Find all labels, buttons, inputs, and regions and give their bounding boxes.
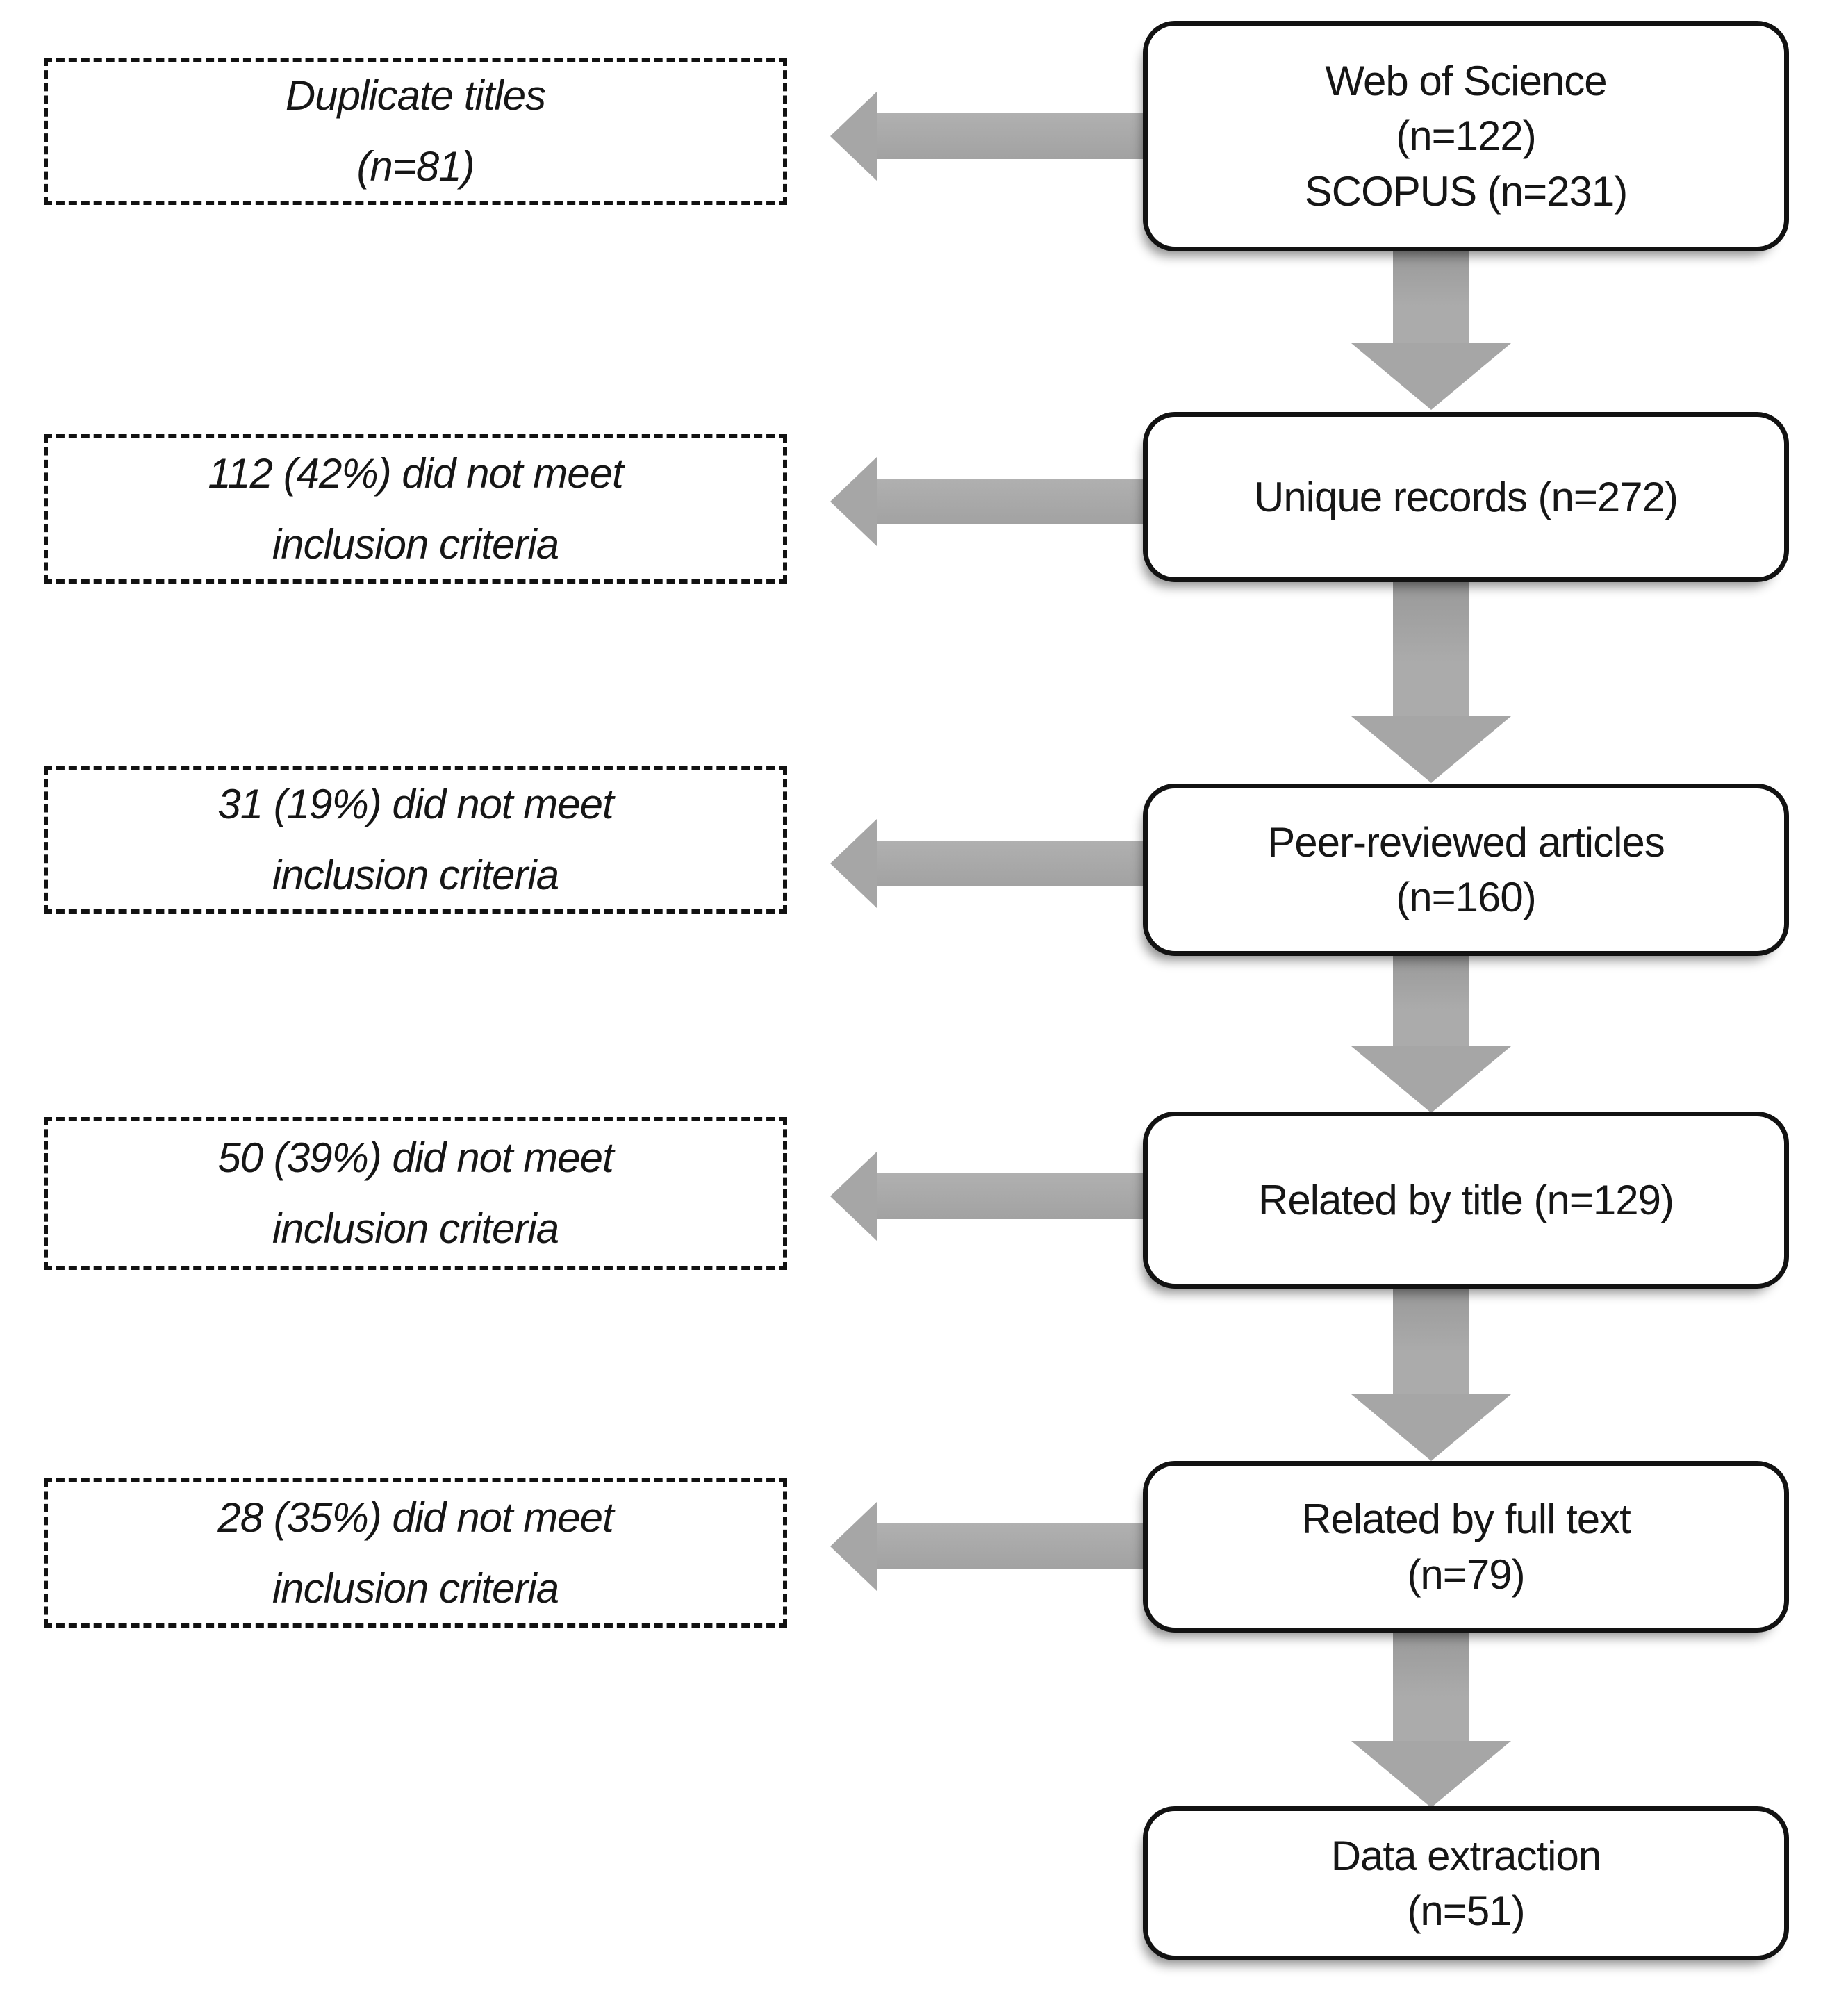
exclusion-box-peer-reviewed: 31 (19%) did not meet inclusion criteria	[44, 766, 787, 914]
exclusion-box-duplicates: Duplicate titles (n=81)	[44, 58, 787, 205]
down-arrow-stem	[1393, 1287, 1469, 1394]
down-arrow-head-icon	[1351, 343, 1511, 410]
flow-box-sources: Web of Science (n=122) SCOPUS (n=231)	[1143, 21, 1789, 251]
flow-box-peer-reviewed: Peer-reviewed articles (n=160)	[1143, 784, 1789, 956]
left-arrow-bar	[877, 113, 1146, 159]
left-arrow-bar	[877, 1523, 1146, 1569]
down-arrow-stem	[1393, 581, 1469, 716]
left-arrow-head-icon	[830, 1501, 877, 1592]
exclusion-box-text-line: inclusion criteria	[272, 1564, 559, 1612]
down-arrow-2	[1351, 581, 1511, 783]
exclusion-box-related-by-title: 50 (39%) did not meet inclusion criteria	[44, 1117, 787, 1270]
flow-box-text-line: (n=79)	[1407, 1551, 1525, 1598]
down-arrow-head-icon	[1351, 1741, 1511, 1808]
left-arrow-head-icon	[830, 1151, 877, 1241]
left-arrow-head-icon	[830, 91, 877, 181]
flow-box-text-line: Related by full text	[1301, 1496, 1631, 1543]
flow-box-text-line: (n=160)	[1396, 874, 1536, 920]
flow-box-text-line: Peer-reviewed articles	[1267, 818, 1665, 866]
down-arrow-stem	[1393, 955, 1469, 1046]
flow-box-text-line: Web of Science	[1325, 58, 1607, 105]
down-arrow-stem	[1393, 250, 1469, 343]
down-arrow-5	[1351, 1631, 1511, 1808]
left-arrow-bar	[877, 841, 1146, 886]
left-arrow-head-icon	[830, 818, 877, 909]
left-arrow-3	[830, 818, 1146, 909]
exclusion-box-text-line: 31 (19%) did not meet	[217, 781, 613, 827]
exclusion-box-text-line: 28 (35%) did not meet	[217, 1494, 613, 1541]
flow-box-text-line: Data extraction	[1330, 1832, 1602, 1879]
exclusion-box-text-line: Duplicate titles	[285, 72, 546, 119]
down-arrow-3	[1351, 955, 1511, 1113]
flow-box-text-line: Unique records (n=272)	[1253, 473, 1678, 520]
left-arrow-1	[830, 91, 1146, 181]
down-arrow-head-icon	[1351, 1046, 1511, 1113]
exclusion-box-text-line: inclusion criteria	[272, 1205, 559, 1252]
flow-box-unique-records: Unique records (n=272)	[1143, 412, 1789, 582]
flow-box-related-by-full-text: Related by full text (n=79)	[1143, 1461, 1789, 1633]
left-arrow-head-icon	[830, 456, 877, 547]
down-arrow-head-icon	[1351, 716, 1511, 783]
flow-box-data-extraction: Data extraction (n=51)	[1143, 1806, 1789, 1960]
left-arrow-bar	[877, 479, 1146, 524]
down-arrow-1	[1351, 250, 1511, 410]
flow-box-text-line: (n=122)	[1396, 113, 1536, 160]
down-arrow-head-icon	[1351, 1394, 1511, 1461]
exclusion-box-text-line: (n=81)	[356, 143, 475, 190]
left-arrow-bar	[877, 1173, 1146, 1219]
flow-box-text-line: (n=51)	[1407, 1887, 1525, 1934]
exclusion-box-text-line: 112 (42%) did not meet	[208, 449, 623, 497]
down-arrow-4	[1351, 1287, 1511, 1461]
exclusion-box-text-line: 50 (39%) did not meet	[217, 1134, 613, 1181]
exclusion-box-related-by-full-text: 28 (35%) did not meet inclusion criteria	[44, 1478, 787, 1628]
flow-box-related-by-title: Related by title (n=129)	[1143, 1112, 1789, 1289]
left-arrow-2	[830, 456, 1146, 547]
left-arrow-5	[830, 1501, 1146, 1592]
down-arrow-stem	[1393, 1631, 1469, 1741]
exclusion-box-unique-records: 112 (42%) did not meet inclusion criteri…	[44, 434, 787, 584]
left-arrow-4	[830, 1151, 1146, 1241]
exclusion-box-text-line: inclusion criteria	[272, 852, 559, 898]
flow-box-text-line: Related by title (n=129)	[1257, 1176, 1674, 1223]
exclusion-box-text-line: inclusion criteria	[272, 520, 559, 568]
flow-box-text-line: SCOPUS (n=231)	[1304, 167, 1628, 215]
